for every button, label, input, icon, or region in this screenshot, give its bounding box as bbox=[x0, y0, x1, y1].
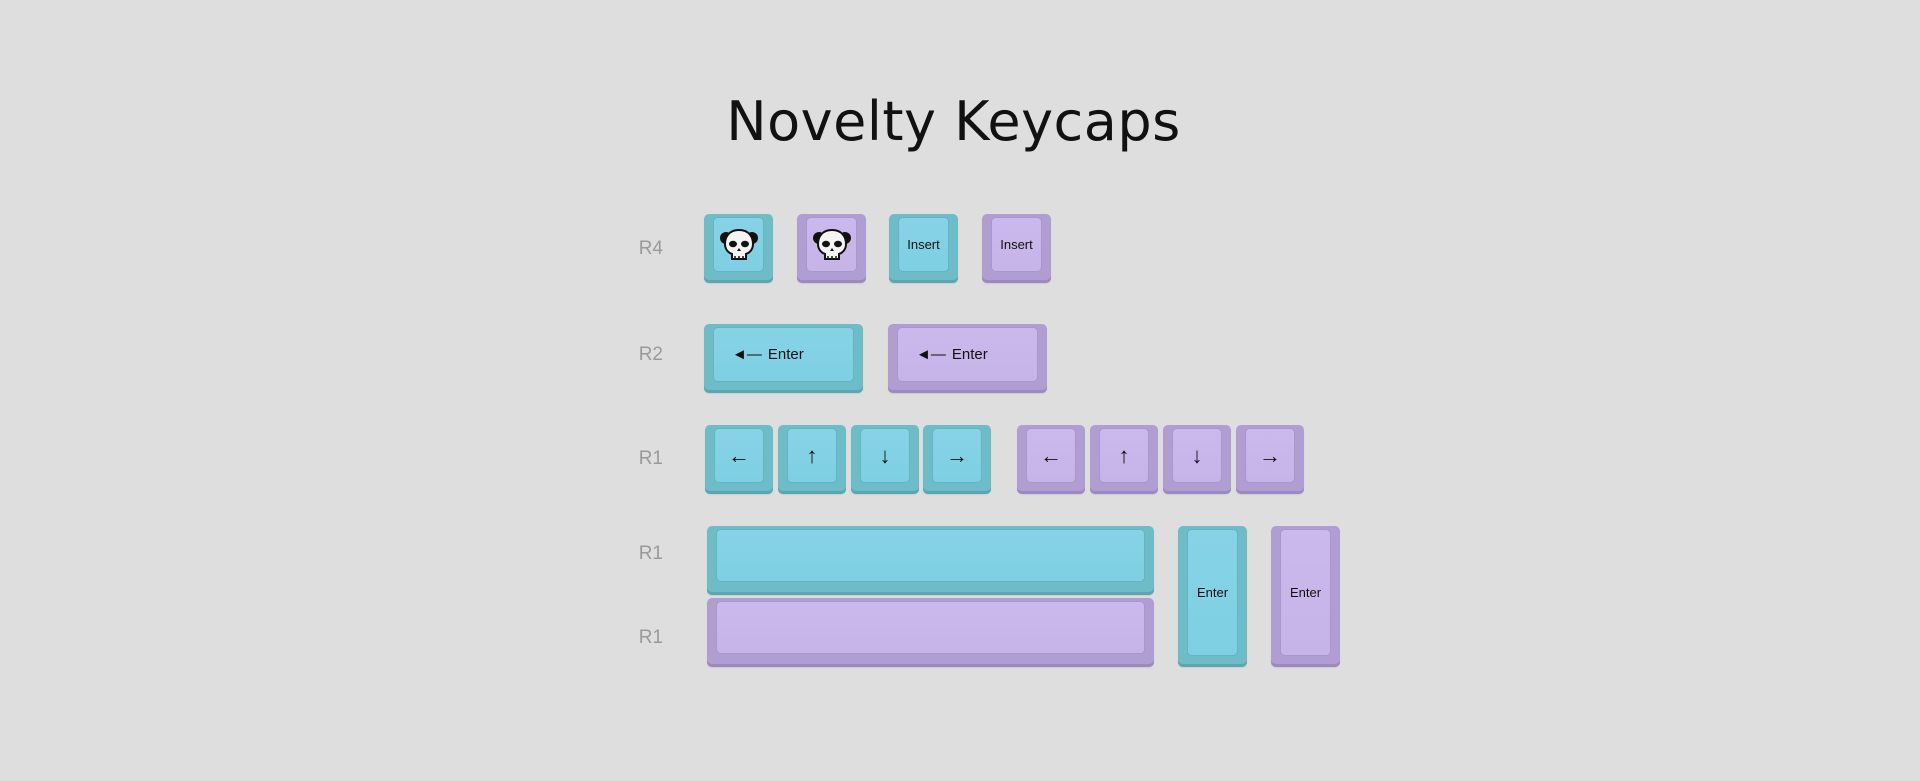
keycap-enter-tall-blue: Enter bbox=[1178, 526, 1247, 667]
keycap-enter-wide-blue: ◄— Enter bbox=[704, 324, 863, 393]
keycap-skull-purple bbox=[797, 214, 866, 283]
keycap-arrow-right-blue: → bbox=[923, 425, 991, 494]
keycap-arrow-down-blue: ↓ bbox=[851, 425, 919, 494]
arrow-down-icon: ↓ bbox=[1173, 429, 1221, 482]
keycap-arrow-right-purple: → bbox=[1236, 425, 1304, 494]
row-label-r2: R2 bbox=[638, 344, 663, 365]
page-title: Novelty Keycaps bbox=[726, 90, 1181, 153]
enter-arrow-icon: ◄— bbox=[916, 346, 946, 363]
panda-skull-icon bbox=[812, 228, 851, 260]
keycap-enter-label: Enter bbox=[1281, 530, 1330, 655]
keycap-insert-purple: Insert bbox=[982, 214, 1051, 283]
keycap-top bbox=[717, 530, 1144, 581]
keycap-enter-tall-purple: Enter bbox=[1271, 526, 1340, 667]
keycap-insert-label: Insert bbox=[992, 218, 1041, 271]
keycap-top: ◄— Enter bbox=[714, 328, 853, 381]
keycap-enter-label: Enter bbox=[767, 346, 804, 363]
arrow-down-icon: ↓ bbox=[861, 429, 909, 482]
keycap-top bbox=[807, 218, 856, 271]
keycap-enter-label: Enter bbox=[1188, 530, 1237, 655]
keycap-enter-wide-purple: ◄— Enter bbox=[888, 324, 1047, 393]
keycap-top bbox=[714, 218, 763, 271]
keycap-insert-label: Insert bbox=[899, 218, 948, 271]
arrow-up-icon: ↑ bbox=[1100, 429, 1148, 482]
row-label-r4: R4 bbox=[638, 238, 663, 259]
keycap-insert-blue: Insert bbox=[889, 214, 958, 283]
keycap-arrow-down-purple: ↓ bbox=[1163, 425, 1231, 494]
enter-arrow-icon: ◄— bbox=[732, 346, 762, 363]
arrow-up-icon: ↑ bbox=[788, 429, 836, 482]
keycap-spacebar-blue bbox=[707, 526, 1154, 595]
row-label-r1-spacebar-blue: R1 bbox=[638, 543, 663, 564]
keycap-top: ◄— Enter bbox=[898, 328, 1037, 381]
arrow-right-icon: → bbox=[933, 429, 981, 482]
row-label-r1-spacebar-purple: R1 bbox=[638, 627, 663, 648]
arrow-right-icon: → bbox=[1246, 429, 1294, 482]
arrow-left-icon: ← bbox=[715, 429, 763, 482]
keycap-skull-blue bbox=[704, 214, 773, 283]
row-label-r1-arrows: R1 bbox=[638, 448, 663, 469]
keycap-spacebar-purple bbox=[707, 598, 1154, 667]
keycap-arrow-left-blue: ← bbox=[705, 425, 773, 494]
panda-skull-icon bbox=[719, 228, 758, 260]
arrow-left-icon: ← bbox=[1027, 429, 1075, 482]
keycap-arrow-left-purple: ← bbox=[1017, 425, 1085, 494]
keycap-arrow-up-purple: ↑ bbox=[1090, 425, 1158, 494]
keycap-top bbox=[717, 602, 1144, 653]
keycap-arrow-up-blue: ↑ bbox=[778, 425, 846, 494]
keycap-enter-label: Enter bbox=[951, 346, 988, 363]
